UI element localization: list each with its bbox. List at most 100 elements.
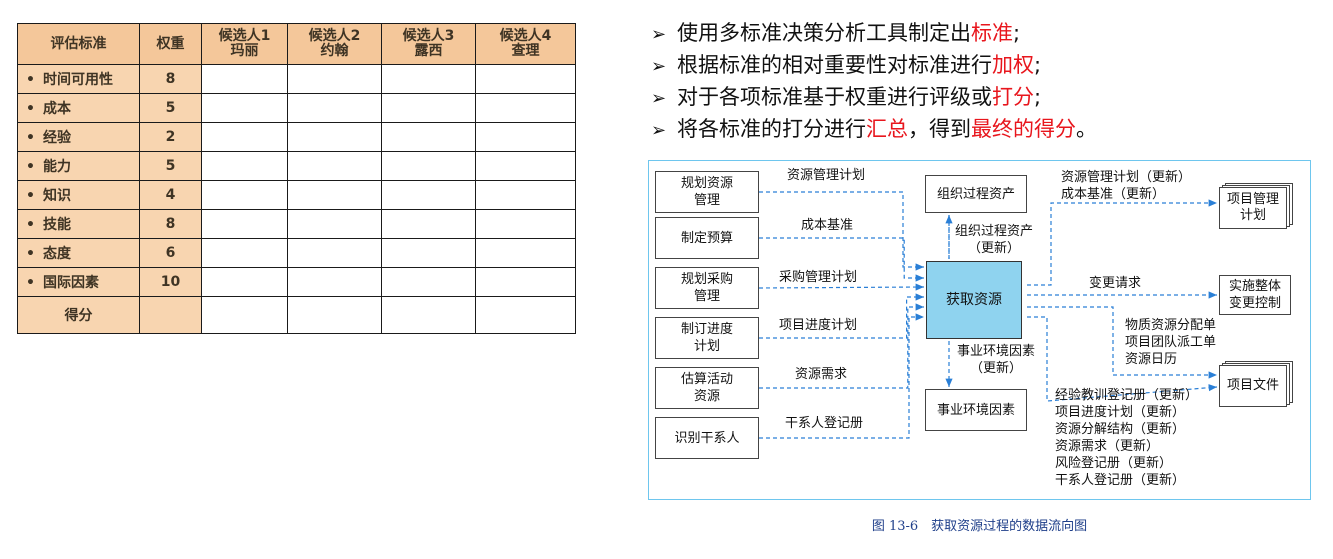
- total-score-cell: [381, 296, 476, 334]
- header-candidate-1: 候选人1 玛丽: [201, 23, 288, 65]
- arrow-icon: ➢: [651, 24, 667, 45]
- weight-cell: 8: [139, 209, 202, 239]
- criterion-label: 时间可用性: [42, 72, 113, 88]
- total-score-cell: [201, 296, 288, 334]
- table-row: • 技能 8: [17, 209, 576, 239]
- label-document-updates: 经验教训登记册（更新） 项目进度计划（更新） 资源分解结构（更新） 资源需求（更…: [1055, 388, 1199, 488]
- bullet-text: ;: [1034, 85, 1042, 109]
- score-cell: [201, 64, 288, 94]
- score-cell: [201, 238, 288, 268]
- label-procurement-plan: 采购管理计划: [779, 270, 858, 285]
- score-cell: [287, 238, 382, 268]
- input-arrow: [759, 303, 924, 389]
- input-arrow: [759, 237, 924, 282]
- score-cell: [287, 93, 382, 123]
- document-page: [1219, 187, 1287, 229]
- score-cell: [287, 151, 382, 181]
- project-documents-doc: 项目文件: [1219, 361, 1293, 407]
- plan-procurement-box: 规划采购 管理: [655, 267, 759, 309]
- total-score-cell: [287, 296, 382, 334]
- score-cell: [287, 64, 382, 94]
- document-update-arrow: [1027, 316, 1218, 402]
- acquire-resources-box: 获取资源: [926, 261, 1022, 339]
- score-cell: [287, 267, 382, 297]
- score-cell: [381, 151, 476, 181]
- label-resource-assignments: 物质资源分配单 项目团队派工单 资源日历: [1125, 318, 1217, 367]
- criterion-cell: •国际因素: [17, 267, 140, 297]
- criterion-label: 技能: [42, 217, 71, 233]
- bullet-item: ➢将各标准的打分进行汇总，得到最终的得分。: [651, 114, 1097, 146]
- score-cell: [381, 93, 476, 123]
- bullet-item: ➢对于各项标准基于权重进行评级或打分;: [651, 82, 1097, 114]
- bullet-text: 对于各项标准基于权重进行评级或: [677, 85, 992, 109]
- arrow-icon: ➢: [651, 56, 667, 77]
- weight-cell: 4: [139, 180, 202, 210]
- arrow-icon: ➢: [651, 120, 667, 141]
- criterion-label: 经验: [42, 130, 71, 146]
- criterion-cell: • 时间可用性: [17, 64, 140, 94]
- score-cell: [381, 180, 476, 210]
- bullet-text: ，得到: [908, 117, 971, 141]
- score-cell: [381, 122, 476, 152]
- score-row: 得分: [17, 296, 576, 334]
- header-candidate-3: 候选人3 露西: [381, 23, 476, 65]
- weight-cell: 5: [139, 93, 202, 123]
- score-cell: [475, 93, 576, 123]
- score-cell: [201, 209, 288, 239]
- criterion-label: 成本: [42, 101, 71, 117]
- label-change-request: 变更请求: [1089, 276, 1142, 291]
- table-row: • 成本 5: [17, 93, 576, 123]
- score-cell: [201, 93, 288, 123]
- weight-cell: 2: [139, 122, 202, 152]
- score-cell: [475, 209, 576, 239]
- criterion-cell: • 经验: [17, 122, 140, 152]
- score-cell: [475, 267, 576, 297]
- data-flow-diagram: 规划资源 管理制定预算规划采购 管理制订进度 计划估算活动 资源识别干系人资源管…: [648, 160, 1311, 500]
- bullet-dot: •: [26, 72, 35, 88]
- header-candidate-4: 候选人4 查理: [475, 23, 576, 65]
- score-cell: [287, 122, 382, 152]
- header-weight: 权重: [139, 23, 202, 65]
- label-eef-updates: 事业环境因素 （更新）: [957, 344, 1036, 376]
- bullet-dot: •: [26, 130, 35, 146]
- score-cell: [201, 180, 288, 210]
- label-opa-updates: 组织过程资产 （更新）: [955, 224, 1034, 256]
- total-score-cell: [475, 296, 576, 334]
- score-cell: [475, 64, 576, 94]
- bullet-dot: •: [26, 188, 35, 204]
- label-schedule: 项目进度计划: [779, 318, 858, 333]
- criterion-cell: • 成本: [17, 93, 140, 123]
- bullet-dot: •: [26, 101, 35, 117]
- criterion-cell: • 技能: [17, 209, 140, 239]
- weight-cell: 6: [139, 238, 202, 268]
- bullet-text: 根据标准的相对重要性对标准进行: [677, 53, 992, 77]
- weight-cell: 5: [139, 151, 202, 181]
- input-arrow: [759, 293, 924, 339]
- integrated-change-control-box: 实施整体 变更控制: [1219, 275, 1291, 315]
- score-cell: [381, 238, 476, 268]
- criterion-cell: •能力: [17, 151, 140, 181]
- project-management-plan-doc: 项目管理 计划: [1219, 183, 1293, 229]
- evaluation-table: 评估标准权重候选人1 玛丽候选人2 约翰候选人3 露西候选人4 查理 •时间可用…: [17, 23, 576, 334]
- bullet-dot: •: [26, 275, 35, 291]
- bullet-dot: •: [26, 217, 35, 233]
- develop-schedule-box: 制订进度 计划: [655, 317, 759, 359]
- highlight-text: 最终的得分: [971, 117, 1076, 141]
- label-resource-mgmt-plan: 资源管理计划: [787, 168, 866, 183]
- highlight-text: 汇总: [866, 117, 908, 141]
- score-cell: [201, 267, 288, 297]
- organizational-process-assets-box: 组织过程资产: [925, 175, 1027, 213]
- bullet-list: ➢使用多标准决策分析工具制定出标准;➢根据标准的相对重要性对标准进行加权;➢对于…: [651, 18, 1097, 146]
- bullet-text: ;: [1013, 21, 1021, 45]
- bullet-text: 将各标准的打分进行: [677, 117, 866, 141]
- document-label: 项目管理 计划: [1226, 192, 1279, 223]
- header-criterion: 评估标准: [17, 23, 140, 65]
- enterprise-environmental-factors-box: 事业环境因素: [925, 389, 1027, 431]
- score-cell: [201, 151, 288, 181]
- score-cell: [287, 209, 382, 239]
- score-weight-cell: [139, 296, 202, 334]
- weight-cell: 10: [139, 267, 202, 297]
